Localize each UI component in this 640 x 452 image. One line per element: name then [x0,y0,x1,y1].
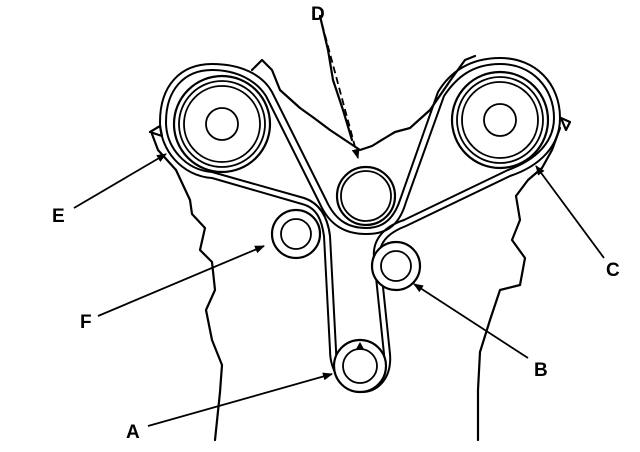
timing-belt [159,57,561,393]
callout-E: E [52,206,65,227]
callout-B: B [534,360,548,381]
callout-D: D [311,4,325,25]
callout-C: C [606,260,620,281]
crankshaft-pulley [332,338,388,394]
leader-F [97,245,265,317]
callout-A: A [126,422,140,443]
callout-F: F [80,312,92,333]
idler-pulley-left [270,208,322,260]
water-pump-pulley [335,165,397,227]
idler-pulley-right [370,240,422,292]
timing-mark-icon [356,342,364,349]
leader-D [321,23,360,159]
leader-E [73,153,167,209]
leader-B [413,283,529,359]
leader-C [535,165,605,259]
leader-A [147,372,333,427]
left-camshaft-pulley [172,74,272,174]
right-camshaft-pulley [450,70,550,170]
